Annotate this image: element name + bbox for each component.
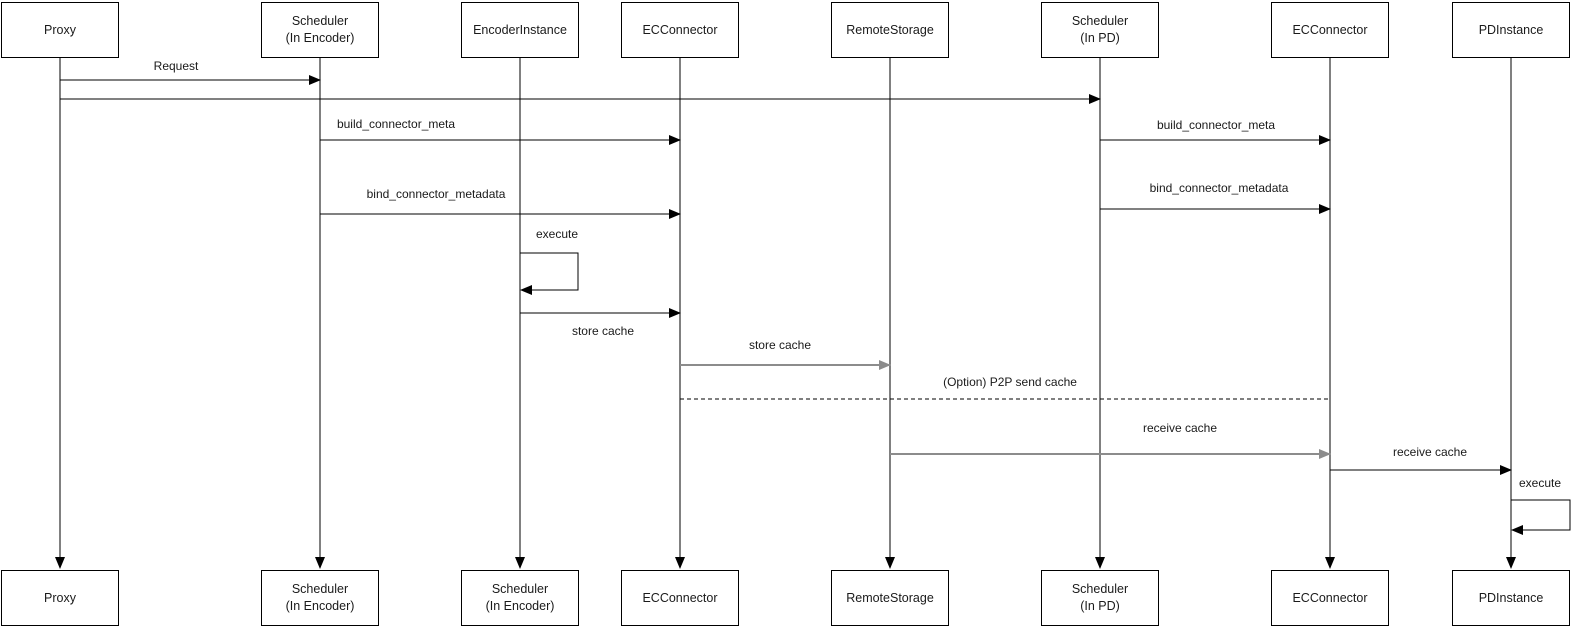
actor-box-bottom-scheduler-in-encoder: Scheduler (In Encoder) [261,570,379,626]
message-label-build-meta-encoder: build_connector_meta [336,117,456,131]
self-loop-execute-pd [1511,499,1571,535]
message-label-encoder-to-connector: store cache [571,324,635,338]
actor-box-top-encoder-instance: EncoderInstance [461,2,579,58]
actor-box-bottom-remote-storage: RemoteStorage [831,570,949,626]
message-label-bind-metadata-encoder: bind_connector_metadata [366,187,506,201]
actor-box-bottom-pd-instance: PDInstance [1452,570,1570,626]
message-label-execute-encoder: execute [535,227,579,241]
actor-box-bottom-scheduler-in-pd: Scheduler (In PD) [1041,570,1159,626]
actor-box-top-remote-storage: RemoteStorage [831,2,949,58]
message-label-p2p-send-cache: (Option) P2P send cache [943,375,1077,389]
message-label-build-meta-pd: build_connector_meta [1156,118,1276,132]
actor-box-top-pd-instance: PDInstance [1452,2,1570,58]
message-label-request: Request [153,59,199,73]
message-label-store-cache-remote: store cache [748,338,812,352]
actor-box-bottom-ec-connector-pd: ECConnector [1271,570,1389,626]
actor-box-bottom-proxy: Proxy [1,570,119,626]
actor-box-top-scheduler-in-encoder: Scheduler (In Encoder) [261,2,379,58]
actor-box-top-ec-connector-pd: ECConnector [1271,2,1389,58]
actor-box-top-ec-connector-encoder: ECConnector [621,2,739,58]
self-loop-execute-encoder [520,252,579,295]
message-label-receive-cache-pd: receive cache [1392,445,1468,459]
message-label-execute-pd: execute [1518,476,1562,490]
actor-box-bottom-ec-connector-encoder: ECConnector [621,570,739,626]
actor-box-top-scheduler-in-pd: Scheduler (In PD) [1041,2,1159,58]
actor-box-top-proxy: Proxy [1,2,119,58]
message-label-bind-metadata-pd: bind_connector_metadata [1149,181,1289,195]
message-label-receive-cache-remote: receive cache [1142,421,1218,435]
actor-box-bottom-encoder-instance: Scheduler (In Encoder) [461,570,579,626]
